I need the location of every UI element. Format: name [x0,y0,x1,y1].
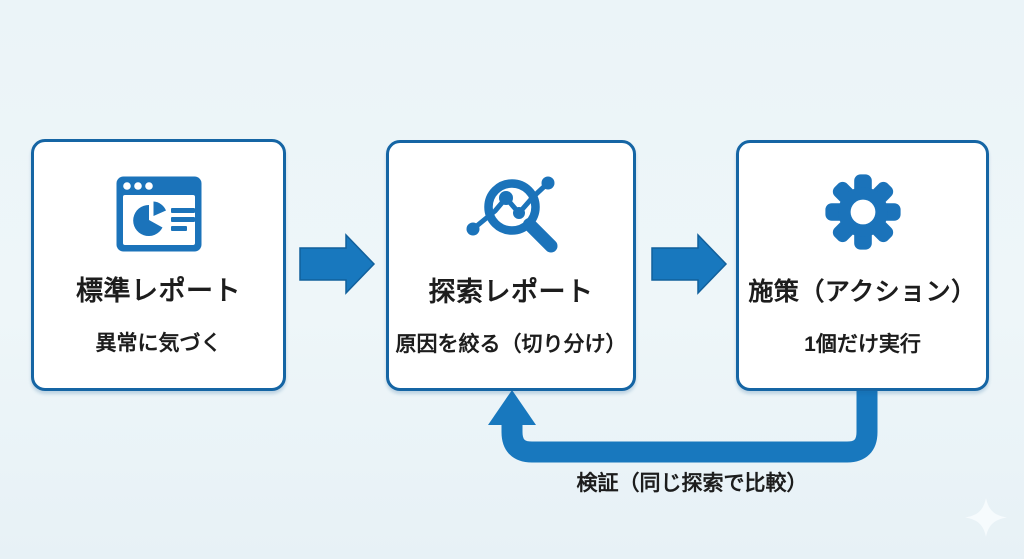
feedback-loop-arrow [488,389,878,463]
report-window-icon [116,176,201,252]
feedback-loop-label: 検証（同じ探索で比較） [576,472,808,495]
gear-icon [824,174,901,250]
step-subtitle: 原因を絞る（切り分け） [395,333,627,356]
sparkle-icon [965,498,1007,537]
arrow-right-icon-2 [651,233,728,295]
step-title: 施策（アクション） [748,278,977,306]
flow-step-exploration-report: 探索レポート 原因を絞る（切り分け） [386,140,636,391]
step-subtitle: 異常に気づく [95,332,222,355]
flow-step-standard-report: 標準レポート 異常に気づく [31,139,286,391]
arrow-right-icon-1 [299,233,376,295]
step-title: 標準レポート [76,276,241,306]
magnifier-chart-icon [466,176,558,253]
flow-step-action: 施策（アクション） 1個だけ実行 [736,140,989,391]
step-subtitle: 1個だけ実行 [804,333,921,356]
step-title: 探索レポート [428,277,594,307]
